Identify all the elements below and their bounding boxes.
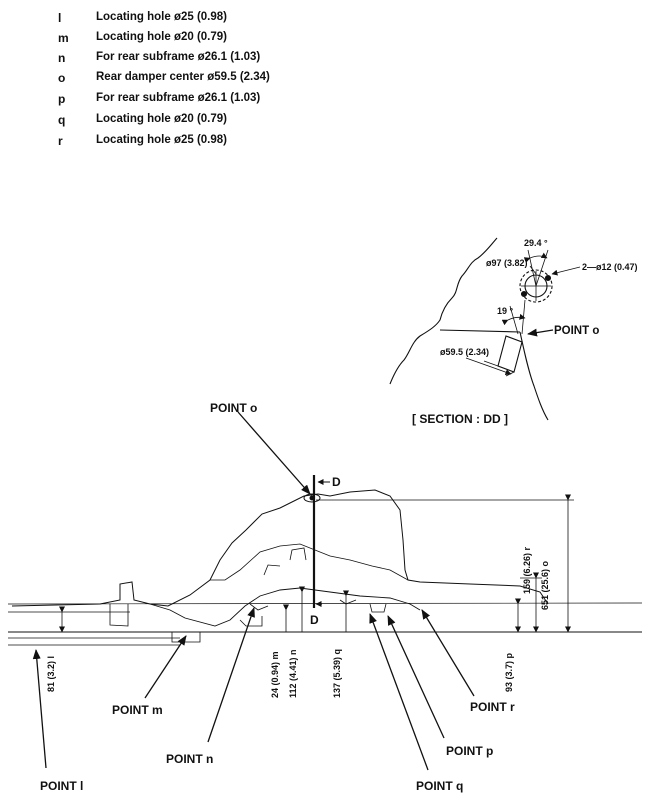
section-angle-side: 19 ° [497,306,514,316]
section-point-o-label: POINT o [554,325,599,337]
point-q-label: POINT q [416,779,463,793]
body-side-view [7,411,643,771]
point-r-label: POINT r [470,700,515,714]
legend-item-r: r Locating hole ø25 (0.98) [0,134,655,154]
legend-text: Locating hole ø20 (0.79) [96,31,227,43]
section-bore [497,335,523,373]
legend-text: Locating hole ø20 (0.79) [96,113,227,125]
dim-r-label: 159 (6.26) r [522,546,532,594]
main-point-o-label: POINT o [210,401,257,415]
point-p-label: POINT p [446,744,493,758]
legend-key: q [58,113,66,127]
legend-key: o [58,71,66,85]
point-l-label: POINT l [40,779,83,793]
legend-item-p: p For rear subframe ø26.1 (1.03) [0,92,655,112]
dim-q-label: 137 (5.39) q [332,649,342,698]
legend-item-l: l Locating hole ø25 (0.98) [0,11,655,31]
dim-m-label: 24 (0.94) m [270,651,280,698]
legend-key: n [58,51,66,65]
legend-text: Locating hole ø25 (0.98) [96,11,227,23]
legend-text: For rear subframe ø26.1 (1.03) [96,92,261,104]
legend-item-q: q Locating hole ø20 (0.79) [0,113,655,133]
dim-n-label: 112 (4.41) n [288,649,298,698]
section-mark-bottom: D [310,613,319,627]
section-pcd: ø97 (3.82) [486,258,528,268]
legend-key: r [58,134,63,148]
section-bore-dim: ø59.5 (2.34) [440,347,489,357]
legend-text: Rear damper center ø59.5 (2.34) [96,71,270,83]
legend-key: l [58,11,62,25]
dim-p-label: 93 (3.7) p [504,652,514,692]
dim-o-label: 651 (25.6) o [540,560,550,610]
section-mark-top: D [332,475,341,489]
legend-text: For rear subframe ø26.1 (1.03) [96,51,261,63]
legend-item-m: m Locating hole ø20 (0.79) [0,31,655,51]
section-panel-outline [389,237,498,385]
point-m-label: POINT m [112,703,163,717]
legend-key: m [58,31,69,45]
section-angle-top: 29.4 ° [524,238,548,248]
section-dd-view [389,237,581,421]
legend-item-n: n For rear subframe ø26.1 (1.03) [0,51,655,71]
section-flange-line [439,329,521,333]
point-n-label: POINT n [166,752,213,766]
section-caption: [ SECTION : DD ] [412,412,508,426]
legend-item-o: o Rear damper center ø59.5 (2.34) [0,71,655,91]
rear-floor-outline [11,489,549,607]
legend-key: p [58,92,66,106]
legend-text: Locating hole ø25 (0.98) [96,134,227,146]
dim-l-label: 81 (3.2) l [46,656,56,692]
section-inner-line [519,331,549,421]
section-bolt-holes: 2—ø12 (0.47) [582,262,638,272]
